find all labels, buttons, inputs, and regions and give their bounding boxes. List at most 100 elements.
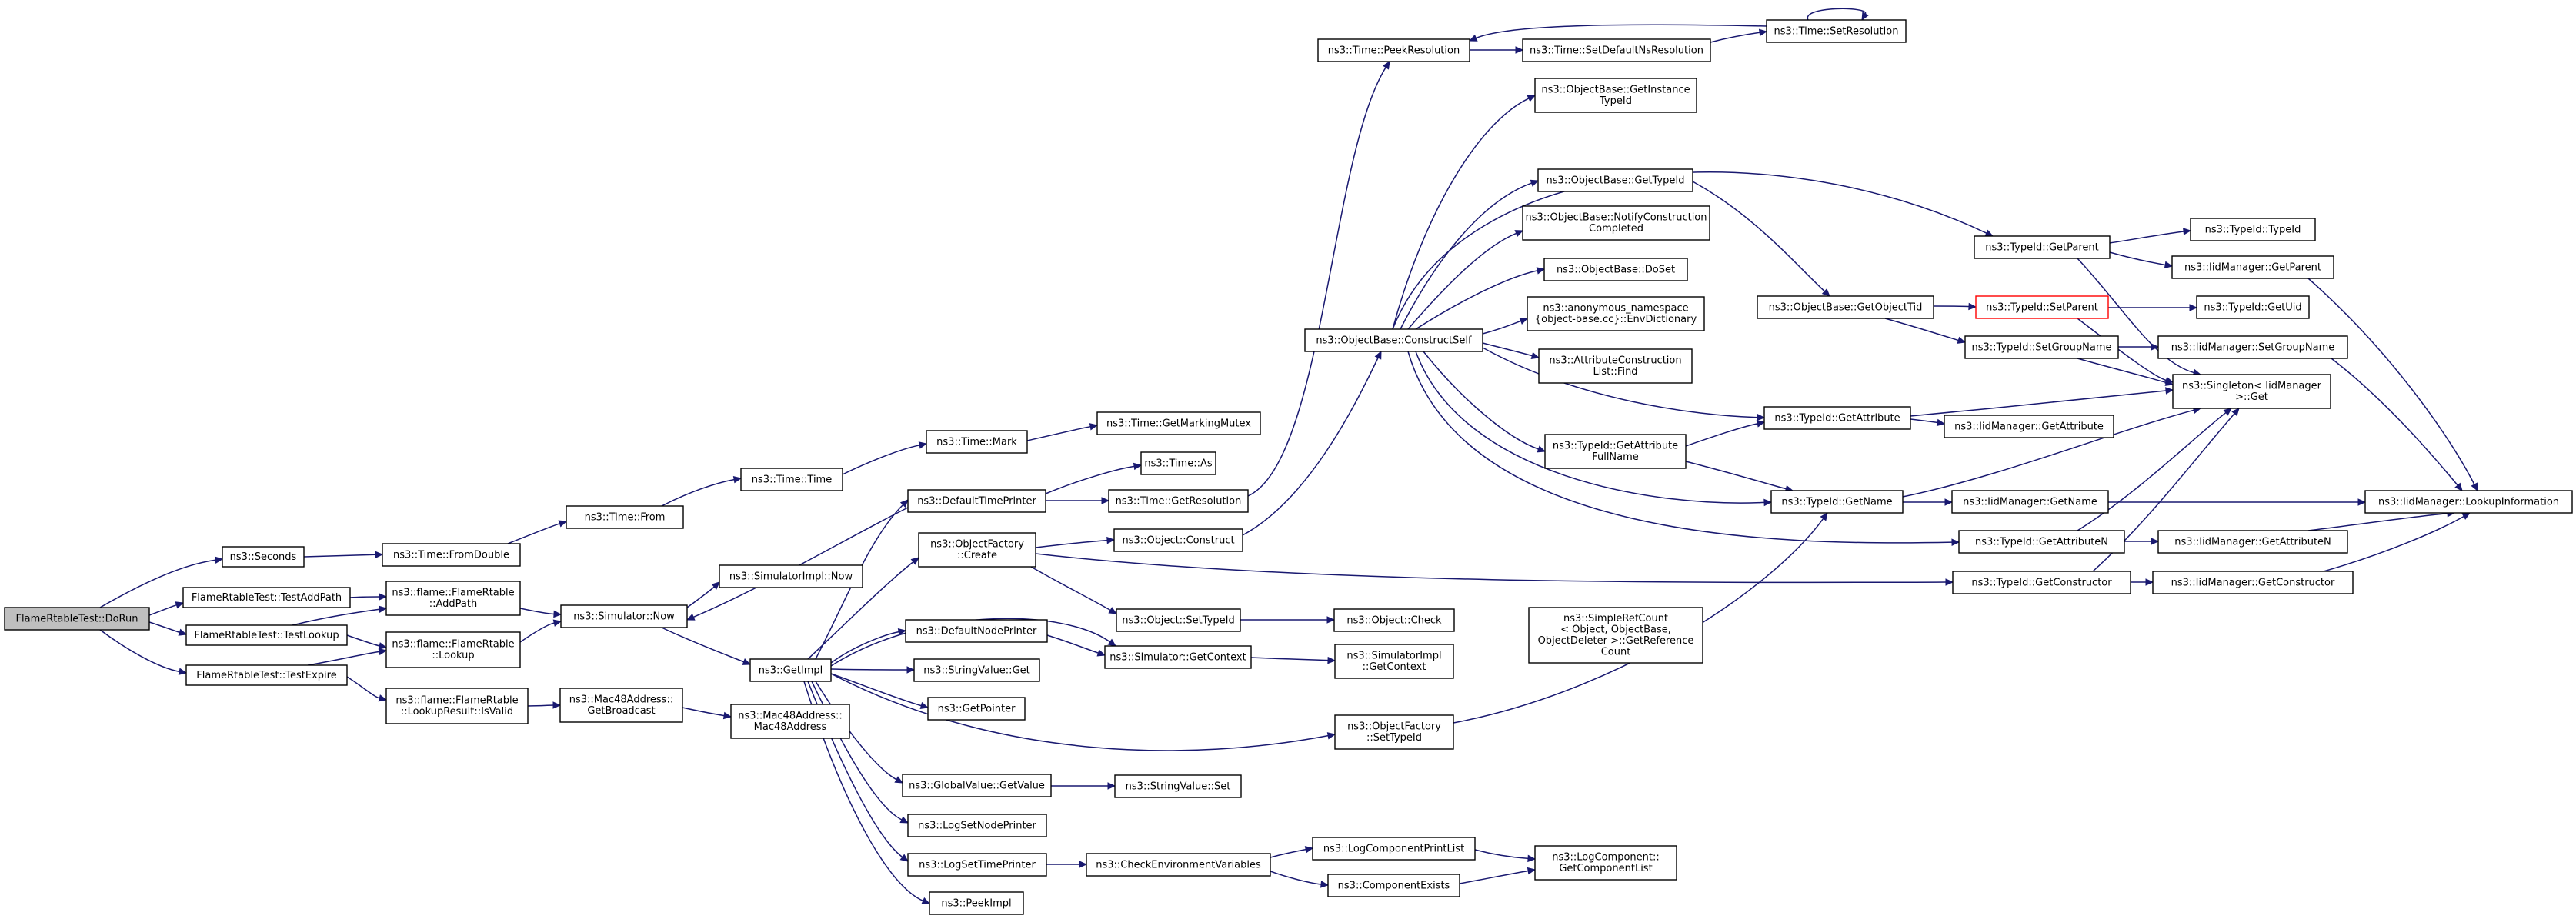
node-iidgetparent[interactable]: ns3::IidManager::GetParent (2171, 255, 2334, 279)
node-obdoset[interactable]: ns3::ObjectBase::DoSet (1543, 258, 1688, 281)
arrowhead (1968, 302, 1977, 311)
edge-line (1407, 351, 1953, 544)
node-constructself[interactable]: ns3::ObjectBase::ConstructSelf (1304, 328, 1483, 352)
edge-constructself-to-tidgetattr (1482, 347, 1766, 421)
node-label: ns3::SimpleRefCount (1563, 613, 1668, 624)
node-iidgetname[interactable]: ns3::IidManager::GetName (1951, 490, 2109, 514)
node-timetime[interactable]: ns3::Time::Time (740, 468, 843, 491)
node-simgetcontext[interactable]: ns3::Simulator::GetContext (1104, 645, 1252, 669)
node-getpointer[interactable]: ns3::GetPointer (927, 697, 1026, 721)
edge-tidgetparent-to-tidtypeid (2109, 228, 2192, 244)
node-logcompprint[interactable]: ns3::LogComponentPrintList (1312, 837, 1476, 861)
node-lookup[interactable]: ns3::flame::FlameRtable::Lookup (385, 631, 521, 668)
node-testaddpath[interactable]: FlameRtableTest::TestAddPath (182, 587, 351, 608)
node-box (1766, 19, 1907, 43)
node-tidgetuid[interactable]: ns3::TypeId::GetUid (2196, 295, 2310, 319)
node-testexpire[interactable]: FlameRtableTest::TestExpire (185, 664, 348, 686)
node-singletonget[interactable]: ns3::Singleton< IidManager >::Get (2172, 374, 2331, 409)
edge-getimpl-to-strvalget (830, 666, 916, 674)
node-box (905, 619, 1048, 643)
node-objfactcreate[interactable]: ns3::ObjectFactory::Create (918, 532, 1036, 568)
node-box (1086, 853, 1271, 877)
node-objsettypeid[interactable]: ns3::Object::SetTypeId (1116, 608, 1241, 632)
edge-line (682, 707, 725, 717)
node-compexists[interactable]: ns3::ComponentExists (1327, 874, 1460, 897)
node-mac48[interactable]: ns3::Mac48Address::Mac48Address (730, 704, 850, 739)
node-fromdouble[interactable]: ns3::Time::FromDouble (382, 543, 521, 567)
node-timemark[interactable]: ns3::Time::Mark (926, 430, 1028, 454)
node-simimplgetctx[interactable]: ns3::SimulatorImpl::GetContext (1334, 644, 1454, 679)
edge-constructself-to-tidgetattrfull (1423, 351, 1547, 453)
node-label: ns3::ObjectBase::ConstructSelf (1316, 335, 1472, 346)
node-objconstruct[interactable]: ns3::Object::Construct (1113, 528, 1243, 552)
edge-line (830, 618, 1111, 667)
edge-line (2109, 231, 2184, 244)
node-iidgetconstructor[interactable]: ns3::IidManager::GetConstructor (2152, 571, 2354, 594)
node-from[interactable]: ns3::Time::From (566, 505, 684, 529)
node-tidgetconstructor[interactable]: ns3::TypeId::GetConstructor (1952, 571, 2131, 594)
node-envdict[interactable]: ns3::anonymous_namespace{object-base.cc}… (1527, 296, 1705, 331)
node-deftimeprinter[interactable]: ns3::DefaultTimePrinter (907, 489, 1046, 513)
node-peekimpl[interactable]: ns3::PeekImpl (929, 891, 1024, 915)
node-setresolution[interactable]: ns3::Time::SetResolution (1766, 19, 1907, 43)
node-seconds[interactable]: ns3::Seconds (222, 546, 305, 568)
node-strvalset[interactable]: ns3::StringValue::Set (1114, 774, 1242, 798)
node-getbroadcast[interactable]: ns3::Mac48Address::GetBroadcast (559, 688, 683, 723)
node-simimplnow[interactable]: ns3::SimulatorImpl::Now (719, 564, 863, 588)
node-defnodeprinter[interactable]: ns3::DefaultNodePrinter (905, 619, 1048, 643)
arrowhead (906, 666, 916, 674)
node-tidsetparent[interactable]: ns3::TypeId::SetParent (1975, 295, 2109, 319)
node-obnotify[interactable]: ns3::ObjectBase::NotifyConstructionCompl… (1522, 205, 1710, 241)
node-strvalget[interactable]: ns3::StringValue::Get (913, 658, 1040, 682)
node-dorun[interactable]: FlameRtableTest::DoRun (4, 607, 150, 631)
node-tidtypeid[interactable]: ns3::TypeId::TypeId (2190, 218, 2316, 241)
node-tidgetparent[interactable]: ns3::TypeId::GetParent (1974, 235, 2111, 259)
node-simnow[interactable]: ns3::Simulator::Now (560, 604, 688, 628)
node-iidlookupinfo[interactable]: ns3::IidManager::LookupInformation (2364, 490, 2573, 514)
node-box (1538, 348, 1693, 384)
node-iidgetattr[interactable]: ns3::IidManager::GetAttribute (1944, 415, 2114, 438)
node-obgettypeid[interactable]: ns3::ObjectBase::GetTypeId (1537, 168, 1693, 192)
node-testlookup[interactable]: FlameRtableTest::TestLookup (185, 624, 348, 646)
node-obgetobjecttid[interactable]: ns3::ObjectBase::GetObjectTid (1757, 295, 1934, 319)
node-simplerefcount[interactable]: ns3::SimpleRefCount< Object, ObjectBase,… (1528, 607, 1703, 664)
node-label: ns3::ObjectBase::DoSet (1557, 264, 1675, 275)
node-ofsettypeid[interactable]: ns3::ObjectFactory::SetTypeId (1334, 714, 1454, 750)
edge-simnow-to-getimpl (661, 627, 752, 665)
node-box (2364, 490, 2573, 514)
node-addpath[interactable]: ns3::flame::FlameRtable::AddPath (385, 581, 521, 616)
node-checkenv[interactable]: ns3::CheckEnvironmentVariables (1086, 853, 1271, 877)
node-globalvalget[interactable]: ns3::GlobalValue::GetValue (902, 774, 1052, 797)
node-tidgetattrn[interactable]: ns3::TypeId::GetAttributeN (1958, 530, 2125, 554)
node-iidsetgroupname[interactable]: ns3::IidManager::SetGroupName (2157, 335, 2348, 359)
edge-objfactcreate-to-tidgetconstructor (1035, 553, 1954, 586)
node-isvalid[interactable]: ns3::flame::FlameRtable::LookupResult::I… (385, 688, 529, 724)
edge-dorun-to-testexpire (99, 629, 188, 675)
node-objcheck[interactable]: ns3::Object::Check (1333, 608, 1455, 632)
node-logsetnode[interactable]: ns3::LogSetNodePrinter (907, 814, 1047, 837)
node-label: ::LookupResult::IsValid (401, 706, 513, 718)
node-tidgetattr[interactable]: ns3::TypeId::GetAttribute (1763, 406, 1911, 430)
node-getcomplist[interactable]: ns3::LogComponent::GetComponentList (1534, 845, 1677, 881)
node-tidgetname[interactable]: ns3::TypeId::GetName (1770, 490, 1904, 514)
arrowhead (1537, 445, 1547, 453)
node-tidsetgroupname[interactable]: ns3::TypeId::SetGroupName (1964, 335, 2119, 359)
node-getresolution[interactable]: ns3::Time::GetResolution (1108, 489, 1249, 513)
node-setdefaultns[interactable]: ns3::Time::SetDefaultNsResolution (1522, 38, 1711, 62)
arrowhead (732, 476, 742, 484)
node-peekresolution[interactable]: ns3::Time::PeekResolution (1317, 38, 1470, 62)
arrowhead (1536, 267, 1546, 275)
node-logsettime[interactable]: ns3::LogSetTimePrinter (907, 853, 1047, 877)
edge-line (1270, 848, 1306, 858)
node-getmarkingmutex[interactable]: ns3::Time::GetMarkingMutex (1096, 411, 1261, 435)
arrowhead (897, 628, 907, 636)
node-label: GetComponentList (1559, 863, 1652, 874)
node-getimpl[interactable]: ns3::GetImpl (749, 658, 832, 682)
node-iidgetattrn[interactable]: ns3::IidManager::GetAttributeN (2157, 530, 2348, 554)
node-box (1944, 415, 2114, 438)
node-timeas[interactable]: ns3::Time::As (1140, 451, 1216, 475)
node-label: Mac48Address (754, 721, 827, 733)
